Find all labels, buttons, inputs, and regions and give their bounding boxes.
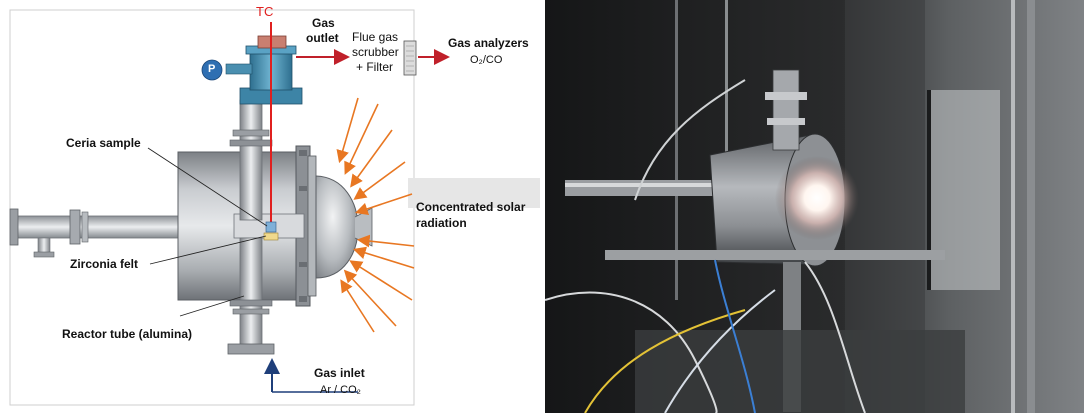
- photo-top-stack: [772, 69, 800, 151]
- lower-tube-flange-1: [229, 299, 273, 307]
- reactor-schematic: [9, 9, 540, 406]
- lower-tube-flange-2: [232, 308, 270, 315]
- flange-bolts: [299, 150, 307, 302]
- bottom-flange: [227, 343, 275, 355]
- photo-rail-3: [675, 0, 678, 300]
- zirconia-label: Zirconia felt: [70, 257, 139, 271]
- photo-rail-2: [1011, 0, 1015, 413]
- photo-glow: [775, 156, 859, 240]
- flue-label-1: Flue gas: [352, 30, 399, 44]
- ceria-label: Ceria sample: [66, 136, 141, 150]
- solar-callout-box: [408, 178, 540, 208]
- solar-radiation-arrows: [336, 97, 415, 333]
- vessel-front-ring: [307, 155, 317, 297]
- upper-tube-flange-1: [232, 129, 270, 137]
- solar-label-2: radiation: [416, 216, 467, 230]
- left-pipe-flange: [69, 209, 81, 245]
- leader-zirconia: [149, 235, 267, 265]
- inlet-gases-label: Ar / CO₂: [320, 384, 361, 396]
- leader-reactor: [179, 295, 245, 317]
- leader-ceria: [147, 147, 268, 227]
- photo-cables: [545, 79, 866, 413]
- reactor-photo: [545, 0, 1084, 413]
- left-pipe-flange-2: [81, 211, 89, 243]
- ceria-sample: [265, 221, 277, 233]
- flue-label-2: scrubber: [352, 45, 399, 59]
- flue-label-3: + Filter: [356, 60, 394, 74]
- photo-top-flange: [765, 92, 807, 100]
- upper-tube-flange-2: [229, 139, 273, 147]
- photo-pipe-hl: [565, 183, 745, 187]
- photo-rail-4: [725, 0, 728, 200]
- side-port-flange: [33, 251, 55, 258]
- photo-window-frame: [927, 90, 931, 290]
- left-pipe-end-flange: [9, 208, 19, 246]
- analyzers-gases-label: O₂/CO: [470, 54, 503, 66]
- outlet-side-port: [225, 63, 253, 75]
- left-pipe: [13, 215, 181, 239]
- photo-stand: [605, 250, 945, 260]
- filter-hatch: [406, 45, 414, 72]
- gas-outlet-label-1: Gas: [312, 16, 335, 30]
- pressure-label: P: [208, 63, 216, 75]
- gas-inlet-label: Gas inlet: [314, 366, 365, 380]
- filter-icon: [403, 40, 417, 76]
- photo-top-flange-2: [767, 118, 805, 125]
- lower-tube: [239, 237, 263, 351]
- analyzers-label: Gas analyzers: [448, 36, 529, 50]
- photo-rail-1: [1027, 0, 1035, 413]
- gas-outlet-label-2: outlet: [306, 31, 339, 45]
- zirconia-felt: [263, 232, 279, 241]
- tc-label: TC: [256, 4, 274, 19]
- reactor-label: Reactor tube (alumina): [62, 327, 193, 341]
- solar-label-1: Concentrated solar: [416, 200, 526, 214]
- photo-table: [635, 330, 965, 413]
- upper-tube: [239, 99, 263, 221]
- pressure-sensor-icon: [201, 59, 223, 81]
